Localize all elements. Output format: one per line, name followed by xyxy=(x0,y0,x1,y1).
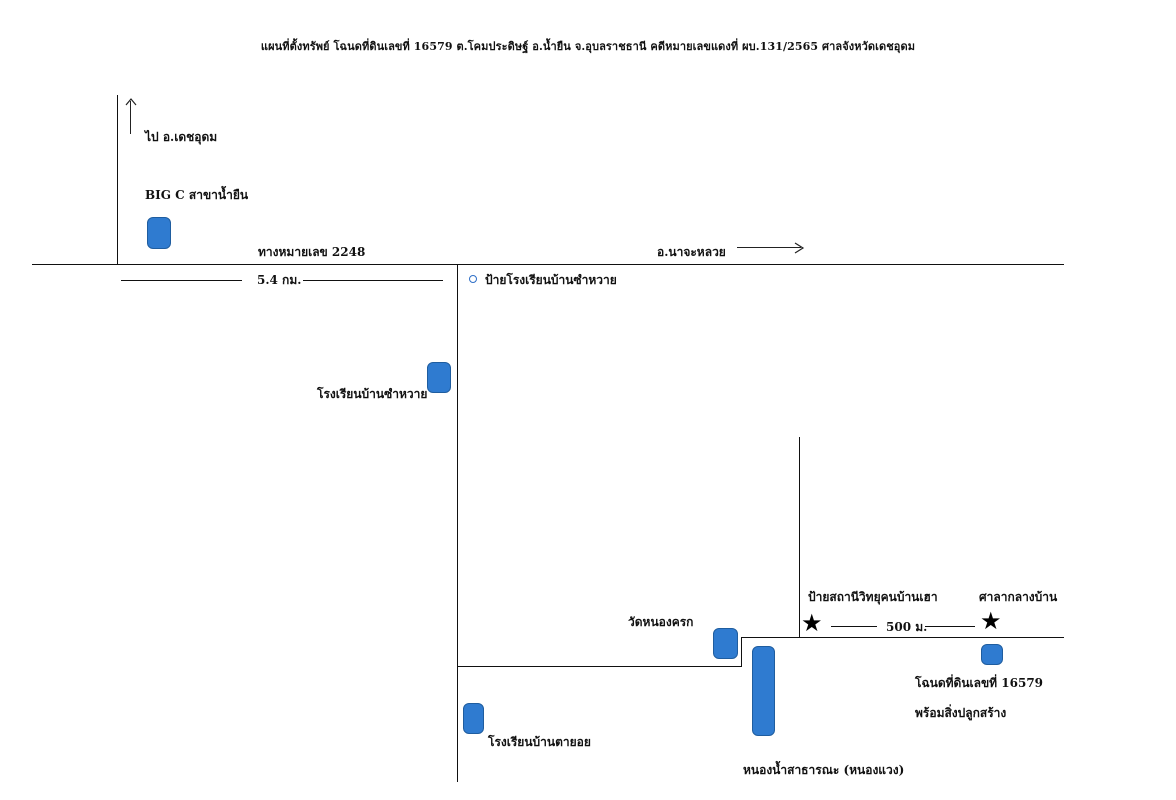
left-road xyxy=(117,95,118,265)
title-deed-marker-icon xyxy=(981,644,1003,665)
label-with-building: พร้อมสิ่งปลูกสร้าง xyxy=(915,706,1007,720)
wat-nongkhrok-marker-icon xyxy=(713,628,738,659)
main-road xyxy=(32,264,1064,265)
map-title: แผนที่ตั้งทรัพย์ โฉนดที่ดินเลขที่ 16579 … xyxy=(260,40,916,53)
bigc-marker-icon xyxy=(147,217,171,249)
arrow-right-icon xyxy=(737,247,801,248)
distance-line-left-segment-2 xyxy=(303,280,443,281)
center-road xyxy=(457,265,458,782)
label-bigc: BIG C สาขาน้ำยืน xyxy=(145,188,249,202)
label-public-pond: หนองน้ำสาธารณะ (หนองแวง) xyxy=(743,763,905,777)
lower-road-connector xyxy=(741,637,742,667)
star-icon-village-hall: ★ xyxy=(980,607,1002,635)
label-route: ทางหมายเลข 2248 xyxy=(258,245,366,259)
distance-label-left: 5.4 กม. xyxy=(257,273,302,287)
right-road xyxy=(799,437,800,637)
public-pond-marker-icon xyxy=(752,646,775,736)
school-samwai-marker-icon xyxy=(427,362,451,393)
distance-label-right: 500 ม. xyxy=(886,620,928,634)
arrow-up-icon xyxy=(130,101,131,134)
label-to-najaluai: อ.นาจะหลวย xyxy=(657,245,726,259)
label-radio-sign: ป้ายสถานีวิทยุคนบ้านเฮา xyxy=(808,590,938,604)
distance-line-left-segment-1 xyxy=(121,280,242,281)
arrow-right-head-icon xyxy=(794,242,805,254)
label-wat-nongkhrok: วัดหนองครก xyxy=(628,615,694,629)
arrow-up-head-icon xyxy=(125,98,137,106)
distance-line-right-segment-2 xyxy=(925,626,975,627)
label-title-deed: โฉนดที่ดินเลขที่ 16579 xyxy=(915,676,1044,690)
label-school-tayoi: โรงเรียนบ้านตายอย xyxy=(488,735,591,749)
label-to-dechudom: ไป อ.เดชอุดม xyxy=(145,130,218,144)
lower-road xyxy=(457,666,741,667)
school-tayoi-marker-icon xyxy=(463,703,484,734)
label-school-sign: ป้ายโรงเรียนบ้านซำหวาย xyxy=(485,273,617,287)
east-lower-road xyxy=(741,637,1064,638)
star-icon-radio-sign: ★ xyxy=(801,609,823,637)
distance-line-right-segment-1 xyxy=(831,626,877,627)
circle-icon xyxy=(469,275,477,283)
label-village-hall: ศาลากลางบ้าน xyxy=(979,590,1058,604)
label-school-samwai: โรงเรียนบ้านซำหวาย xyxy=(317,387,428,401)
